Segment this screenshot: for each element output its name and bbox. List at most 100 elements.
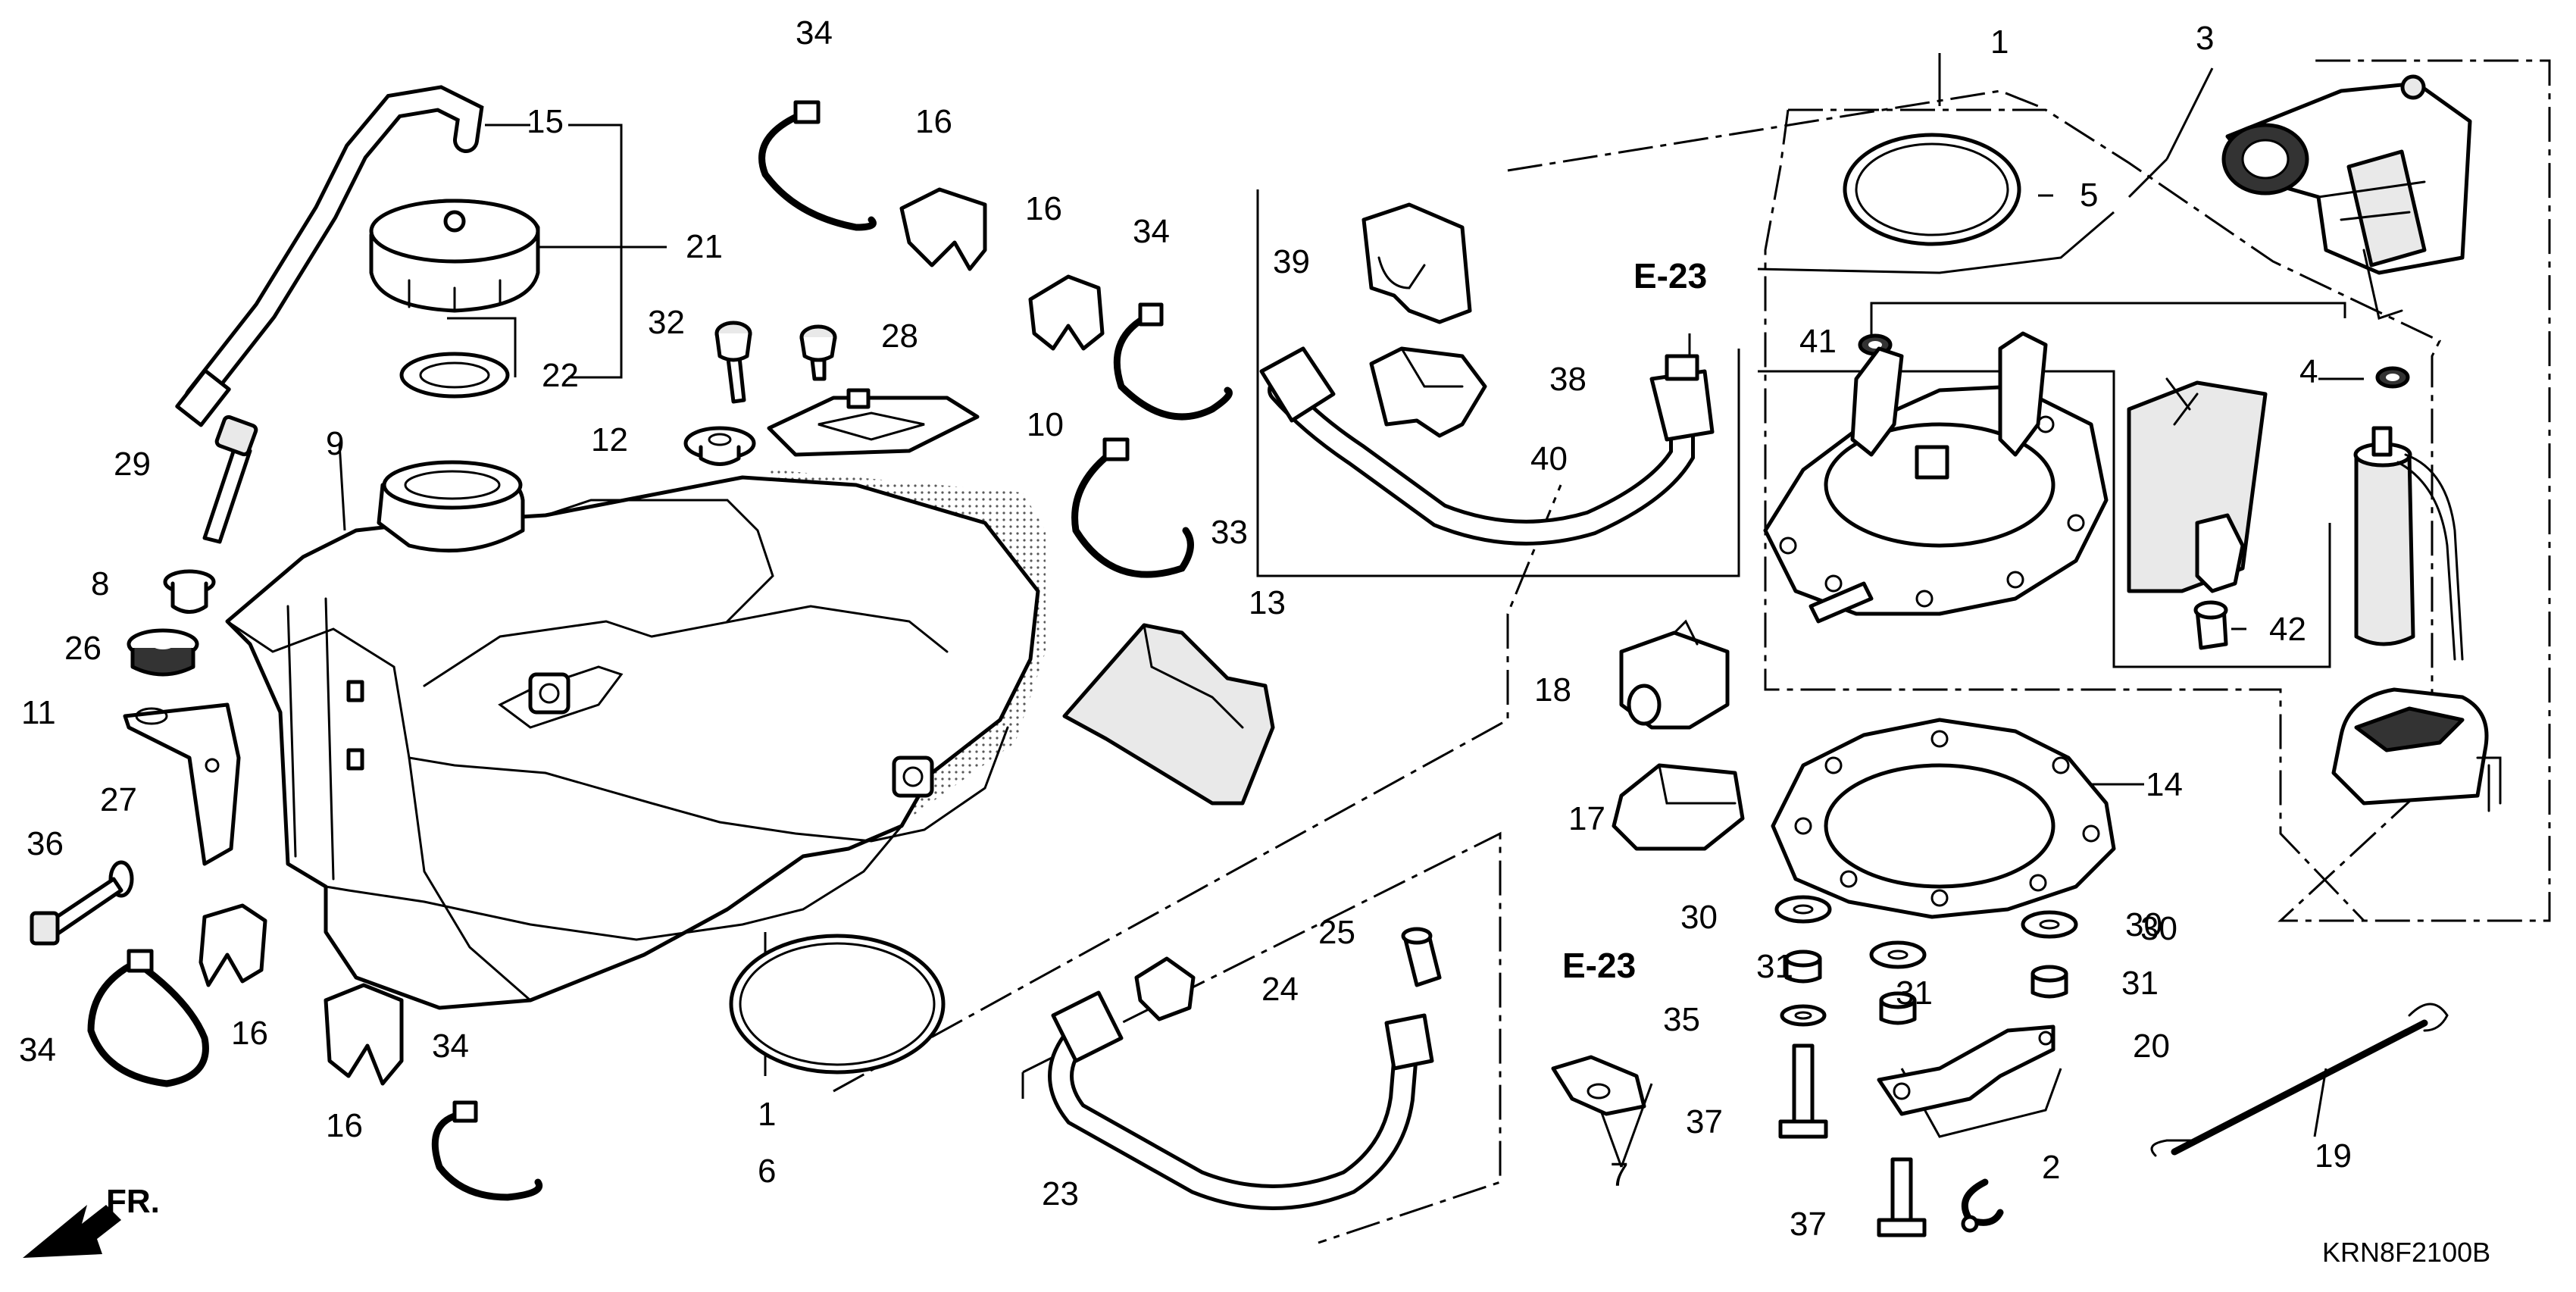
fuel-hose-40-icon <box>1259 346 1715 546</box>
washer-30-icon <box>2021 910 2078 939</box>
cover-39-icon <box>1361 202 1472 324</box>
callout-number: 34 <box>432 1028 469 1065</box>
callout-number: 24 <box>1261 971 1299 1008</box>
strap-19-icon <box>2150 1003 2449 1157</box>
callout-number: 38 <box>1549 361 1587 398</box>
bolt-29-icon <box>202 415 258 544</box>
callout-number: 12 <box>591 421 628 458</box>
strainer-icon <box>2331 687 2502 812</box>
callout-number: 37 <box>1686 1103 1723 1140</box>
washer-30-icon <box>1774 895 1832 924</box>
band-34-icon <box>758 100 877 231</box>
fuel-cap-icon <box>369 199 540 313</box>
collar-8-icon <box>163 569 216 614</box>
bracket-11-icon <box>123 702 241 866</box>
callout-number: 3 <box>2196 20 2214 57</box>
callout-number: 18 <box>1534 671 1571 709</box>
callout-number: 15 <box>527 103 564 140</box>
cover-13-icon <box>1062 623 1275 806</box>
mount-rubber-16-icon <box>199 903 267 987</box>
grommet-26-icon <box>127 628 199 677</box>
o-ring-4-icon <box>2375 366 2410 389</box>
callout-number: 29 <box>114 446 151 483</box>
joint-7-icon <box>1551 1055 1646 1116</box>
band-33-icon <box>1071 437 1194 578</box>
callout-number: 41 <box>1799 323 1837 360</box>
pump-base-1-icon <box>1763 331 2109 624</box>
callout-number: 2 <box>2042 1149 2060 1186</box>
callout-number: 16 <box>915 103 952 140</box>
gasket-icon <box>399 352 510 399</box>
callout-number: 34 <box>796 14 833 52</box>
callout-number: 42 <box>2269 611 2306 648</box>
nut-31-icon <box>1879 991 1917 1025</box>
joint-25-icon <box>1401 927 1442 987</box>
callout-number: 25 <box>1318 914 1355 951</box>
reference-e23[interactable]: E-23 <box>1633 256 1707 296</box>
mount-rubber-16-icon <box>324 983 404 1086</box>
callout-number: 20 <box>2133 1028 2170 1065</box>
callout-number: 19 <box>2315 1137 2352 1175</box>
plate-10-icon <box>767 388 980 457</box>
callout-number: 10 <box>1027 406 1064 443</box>
callout-number: 16 <box>1025 190 1062 227</box>
band-34-icon <box>87 949 209 1087</box>
screw-28-icon <box>799 324 837 381</box>
callout-number: 30 <box>2125 906 2162 943</box>
o-ring-6-icon <box>729 934 946 1075</box>
callout-number: 4 <box>2299 353 2318 390</box>
callout-number: 16 <box>231 1015 268 1052</box>
callout-number: 30 <box>2140 910 2177 947</box>
callout-number: 30 <box>1680 899 1718 936</box>
o-ring-41-icon <box>1858 333 1893 356</box>
callout-number: 8 <box>91 565 109 602</box>
callout-number: 28 <box>881 318 918 355</box>
clamp-17-icon <box>1612 763 1745 851</box>
clip-38-icon <box>1369 346 1487 438</box>
gasket-14-icon <box>1771 718 2116 919</box>
callout-number: 14 <box>2146 766 2183 803</box>
bracket-20-icon <box>1877 1025 2055 1116</box>
o-ring-5-icon <box>1843 133 2021 246</box>
callout-number: 39 <box>1273 243 1310 280</box>
fuel-pump-module-3-icon <box>2221 74 2472 320</box>
callout-number: 35 <box>1663 1001 1700 1038</box>
screw-32-icon <box>714 321 752 404</box>
callout-number: 17 <box>1568 800 1605 837</box>
callout-number: 1 <box>1990 23 2009 61</box>
callout-number: 26 <box>64 630 102 667</box>
leader-lines <box>338 53 2551 1244</box>
callout-number: 34 <box>1133 213 1170 250</box>
callout-number: 7 <box>1610 1156 1628 1193</box>
diagram-code: KRN8F2100B <box>2322 1237 2490 1268</box>
band-34-icon <box>431 1100 543 1201</box>
callout-number: 13 <box>1249 584 1286 621</box>
callout-number: 11 <box>21 694 56 731</box>
callout-number: 1 <box>758 1096 776 1133</box>
clip-24-icon <box>1134 956 1196 1021</box>
fuel-hose-23-icon <box>1048 990 1434 1210</box>
stud-37-icon <box>1877 1157 1927 1237</box>
fuel-tank-icon <box>225 460 1046 1010</box>
callout-number: 34 <box>19 1031 56 1068</box>
callout-number: 36 <box>27 825 64 862</box>
reference-e23[interactable]: E-23 <box>1562 946 1636 985</box>
mount-rubber-16-icon <box>899 187 987 271</box>
callout-number: 31 <box>2121 965 2159 1002</box>
fuel-pump-icon <box>2353 426 2464 661</box>
callout-number: 37 <box>1790 1206 1827 1243</box>
callout-number: 22 <box>542 357 579 394</box>
breather-tube-icon <box>175 85 484 427</box>
callout-number: 33 <box>1211 514 1248 551</box>
callout-number: 16 <box>326 1107 363 1144</box>
callout-number: 6 <box>758 1153 776 1190</box>
callout-number: 27 <box>100 781 137 818</box>
callout-number: 32 <box>648 304 685 341</box>
bolt-36-icon <box>30 877 123 946</box>
stud-37-icon <box>1778 1043 1828 1139</box>
callout-number: 5 <box>2080 177 2098 214</box>
mount-rubber-16-icon <box>1028 274 1105 351</box>
clip-2-icon <box>1961 1178 2004 1233</box>
